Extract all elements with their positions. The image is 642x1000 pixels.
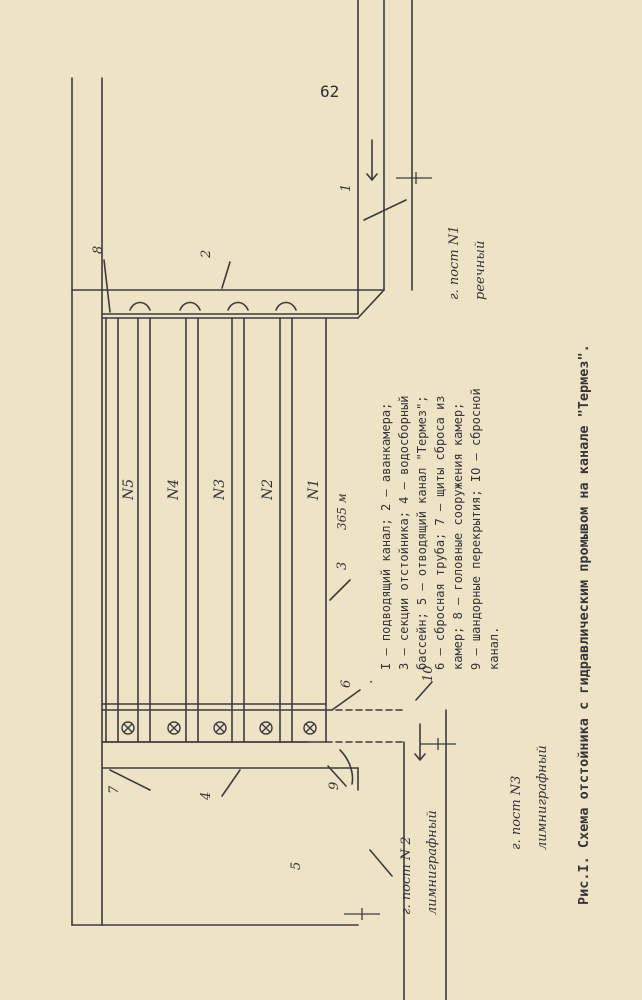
leader-line-6 <box>331 689 361 711</box>
gate-icon-2 <box>167 721 181 735</box>
leader-line-10 <box>415 681 433 701</box>
leader-line-3 <box>329 579 351 601</box>
callout-9: 9 <box>327 782 342 790</box>
callout-6: 6 <box>339 680 354 688</box>
legend-line-3: бассейн; 5 – отводящий канал "Термез"; <box>415 395 429 670</box>
dimension-label: 365 м <box>335 493 349 530</box>
section-label-n2: N2 <box>260 479 276 501</box>
section-label-n1: N1 <box>306 479 322 501</box>
legend-line-4: 6 – сбросная труба; 7 – щиты сброса из <box>433 395 447 670</box>
forebay-bottom-link <box>357 289 385 319</box>
gate-icon-1 <box>121 721 135 735</box>
legend-line-2: 3 – секции отстойника; 4 – водосборный <box>397 395 411 670</box>
callout-5: 5 <box>289 862 304 870</box>
flow-arrow-inlet <box>366 139 378 182</box>
gauge-post-2-subtitle: лимниграфный <box>425 810 440 915</box>
gauge-post-2-label: г. пост N 2 лимниграфный <box>399 810 440 915</box>
legend-line-1: I – подводящий канал; 2 – аванкамера; <box>379 403 393 670</box>
leader-line-2 <box>221 261 231 289</box>
gate-icon-4 <box>259 721 273 735</box>
callout-10: 10 <box>421 665 436 682</box>
callout-7: 7 <box>107 785 122 794</box>
leader-line-1 <box>363 199 407 221</box>
gauge-post-1-subtitle: реечный <box>473 241 488 300</box>
callout-1: 1 <box>339 184 354 192</box>
callout-4: 4 <box>199 792 214 801</box>
gauge-post-3-label: г. пост N3 лимниграфный <box>509 745 550 850</box>
gate-icon-5 <box>303 721 317 735</box>
gauge-post-1-title: г. пост N1 <box>447 226 462 300</box>
legend-line-6: 9 – шандорные перекрытия; IO – сбросной <box>469 388 483 670</box>
leader-line-4 <box>221 769 241 797</box>
gauge-post-2-title: г. пост N 2 <box>399 836 414 915</box>
gauge-post-3-title: г. пост N3 <box>509 776 524 850</box>
section-label-n4: N4 <box>166 479 182 501</box>
section-label-n3: N3 <box>212 479 228 501</box>
gauge-post-2-marker <box>344 908 380 920</box>
legend-line-5: камер; 8 – головные сооружения камер; <box>451 403 465 670</box>
gauge-post-3-marker <box>420 738 456 750</box>
flow-arrow-forebay <box>129 301 297 311</box>
section-label-n5: N5 <box>121 479 137 501</box>
flow-arrow-basin <box>339 749 354 785</box>
leader-line-8 <box>103 259 111 313</box>
page-number: 62 <box>320 82 340 101</box>
figure-caption: Рис.I. Схема отстойника с гидравлическим… <box>576 344 592 905</box>
legend-line-7: канал. <box>487 627 501 670</box>
gate-icon-3 <box>213 721 227 735</box>
leader-line-5 <box>369 849 393 877</box>
legend-bullet: · <box>364 680 380 684</box>
figure-legend: I – подводящий канал; 2 – аванкамера; 3 … <box>379 388 501 670</box>
leader-line-9 <box>327 765 347 787</box>
gauge-post-1-label: г. пост N1 реечный <box>447 226 488 300</box>
callout-2: 2 <box>199 250 214 259</box>
gauge-post-3-subtitle: лимниграфный <box>535 745 550 850</box>
flow-arrow-discharge <box>414 723 426 762</box>
leader-line-7 <box>109 769 151 791</box>
callout-3: 3 <box>335 562 350 570</box>
gauge-post-1-marker <box>396 172 432 184</box>
callout-8: 8 <box>91 246 106 254</box>
